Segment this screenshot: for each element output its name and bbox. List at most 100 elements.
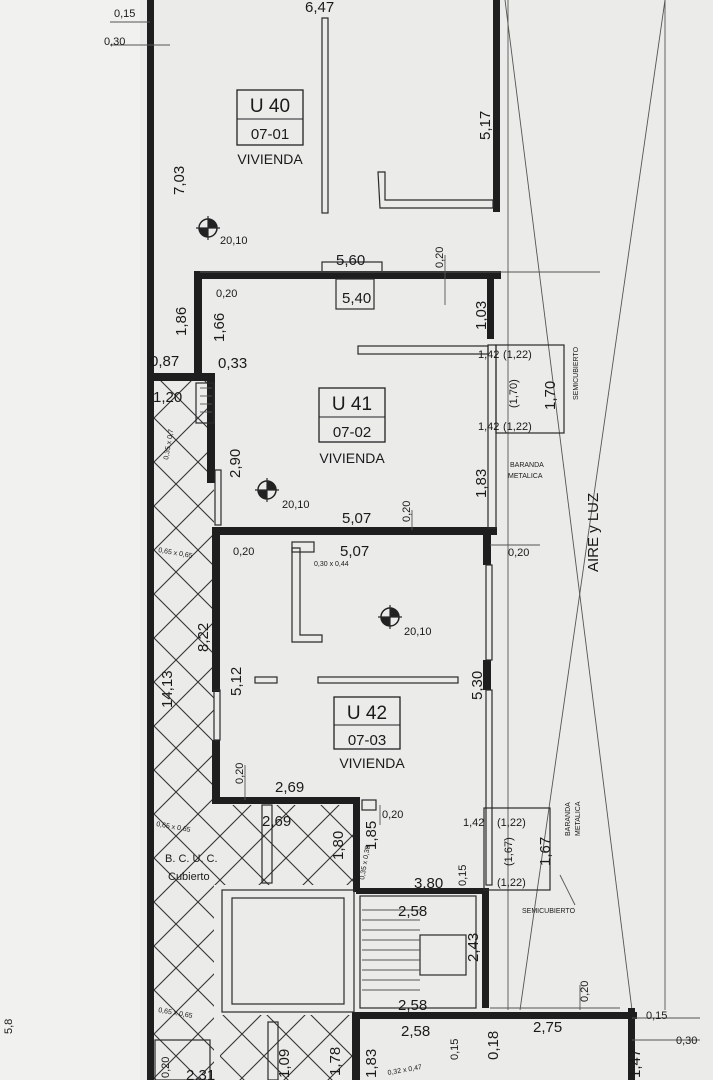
dim-label: 1,67 xyxy=(537,837,554,866)
dim-label: 1,03 xyxy=(473,301,490,330)
dim-label: 1,42 xyxy=(478,421,499,433)
dim-label: 2,58 xyxy=(398,903,427,920)
dim-label: 1,42 xyxy=(463,817,484,829)
dim-label: 8,22 xyxy=(195,623,212,652)
dim-label: 1,83 xyxy=(473,469,490,498)
dim-label: 5,07 xyxy=(342,510,371,527)
paper-margin xyxy=(0,0,140,1080)
dim-label: 5,60 xyxy=(336,252,365,269)
dim-label: 2,31 xyxy=(186,1067,215,1080)
baranda-label: BARANDA xyxy=(510,462,544,469)
unit-box-u41 xyxy=(318,387,386,443)
dim-label: 5,17 xyxy=(477,111,494,140)
dim-label: 2,58 xyxy=(401,1023,430,1040)
baranda-label: BARANDA xyxy=(565,802,572,836)
dimension-numbers: 0,15 0,30 6,47 7,03 5,17 0,20 5,60 5,40 … xyxy=(3,0,697,1080)
unit-box-u40 xyxy=(236,89,304,146)
dim-label: (1,70) xyxy=(508,379,520,408)
stairs xyxy=(200,387,420,991)
hatched-covered-area xyxy=(214,805,354,885)
dim-label: 0,20 xyxy=(233,546,254,558)
dim-label: 5,07 xyxy=(340,543,369,560)
dim-label: (1,67) xyxy=(503,837,515,866)
dim-label: 1,83 xyxy=(363,1049,380,1078)
dim-label: 1,70 xyxy=(542,381,559,410)
level-text: 20,10 xyxy=(282,499,310,511)
window-note: 0,30 x 0,44 xyxy=(314,561,349,568)
dim-label: 0,87 xyxy=(150,353,179,370)
dim-label: 0,20 xyxy=(401,501,413,522)
semicubierto-label: SEMICUBIERTO xyxy=(573,346,580,400)
dim-label: (1,22) xyxy=(503,349,532,361)
unit-code: U 42 xyxy=(347,703,387,724)
aire-luz-label: AIRE y LUZ xyxy=(585,493,602,572)
dim-label: 14,13 xyxy=(159,670,176,708)
baranda-label: METALICA xyxy=(575,801,582,836)
dim-label: (1,22) xyxy=(503,421,532,433)
hatched-passage xyxy=(152,380,214,1080)
dim-label: 5,30 xyxy=(469,671,486,700)
unit-number: 07-02 xyxy=(333,424,371,441)
dim-label: 0,18 xyxy=(485,1031,502,1060)
dim-label: 1,66 xyxy=(211,313,228,342)
dim-label: 1,78 xyxy=(327,1047,344,1076)
dim-label: 2,43 xyxy=(465,933,482,962)
level-marker-u42 xyxy=(378,605,402,629)
unit-code: U 41 xyxy=(332,394,372,415)
dim-label: 2,90 xyxy=(227,449,244,478)
unit-number: 07-03 xyxy=(348,732,386,749)
dim-label: 1,86 xyxy=(173,307,190,336)
dim-label: 0,20 xyxy=(508,547,529,559)
courtyard-diagonals xyxy=(504,0,666,1011)
semicubierto-label: SEMICUBIERTO xyxy=(522,908,576,915)
dim-label: (1,22) xyxy=(497,877,526,889)
unit-use: VIVIENDA xyxy=(339,755,405,771)
dim-label: 2,69 xyxy=(275,779,304,796)
hatched-bottom xyxy=(220,1015,360,1080)
dim-label: 0,20 xyxy=(234,763,246,784)
dim-label: (1,22) xyxy=(497,817,526,829)
dim-label: 5,12 xyxy=(228,667,245,696)
unit-number: 07-01 xyxy=(251,126,289,143)
dim-label: 0,15 xyxy=(449,1039,461,1060)
dim-label: 1,20 xyxy=(153,389,182,406)
dim-label: 0,15 xyxy=(457,865,469,886)
dimension-lines xyxy=(110,21,700,1041)
dim-label: 0,20 xyxy=(216,288,237,300)
dim-label: 1,09 xyxy=(276,1049,293,1078)
dim-label: 0,20 xyxy=(579,981,591,1002)
level-text: 20,10 xyxy=(220,235,248,247)
dim-label: 1,42 xyxy=(478,349,499,361)
dim-label: 5,40 xyxy=(342,290,371,307)
dim-label: 2,58 xyxy=(398,997,427,1014)
dim-label: 2,69 xyxy=(262,813,291,830)
dim-label: 5,8 xyxy=(3,1019,15,1034)
dim-label: 3,80 xyxy=(414,875,443,892)
dim-label: 2,75 xyxy=(533,1019,562,1036)
dim-label: 0,15 xyxy=(114,8,135,20)
dim-label: 0,30 xyxy=(676,1035,697,1047)
unit-use: VIVIENDA xyxy=(319,450,385,466)
level-marker-u40 xyxy=(196,216,220,240)
bcuc-label: B. C. U. C. xyxy=(165,853,218,865)
bcuc-sub-label: Cubierto xyxy=(168,871,210,883)
dim-label: 0,20 xyxy=(160,1057,172,1078)
baranda-label: METALICA xyxy=(508,473,543,480)
dim-label: 7,03 xyxy=(171,166,188,195)
dim-label: 6,47 xyxy=(305,0,334,16)
dim-label: 0,30 xyxy=(104,36,125,48)
unit-use: VIVIENDA xyxy=(237,151,303,167)
dim-label: 0,20 xyxy=(434,247,446,268)
dim-label: 1,47 xyxy=(627,1049,644,1078)
unit-box-u42 xyxy=(333,696,401,750)
dim-label: 0,15 xyxy=(646,1010,667,1022)
dim-label: 0,20 xyxy=(382,809,403,821)
dim-label: 1,80 xyxy=(330,831,347,860)
dim-label: 0,33 xyxy=(218,355,247,372)
walls xyxy=(147,0,637,1080)
level-text: 20,10 xyxy=(404,626,432,638)
level-marker-u41 xyxy=(255,478,279,502)
unit-code: U 40 xyxy=(250,96,290,117)
dim-label: 1,85 xyxy=(363,821,380,850)
